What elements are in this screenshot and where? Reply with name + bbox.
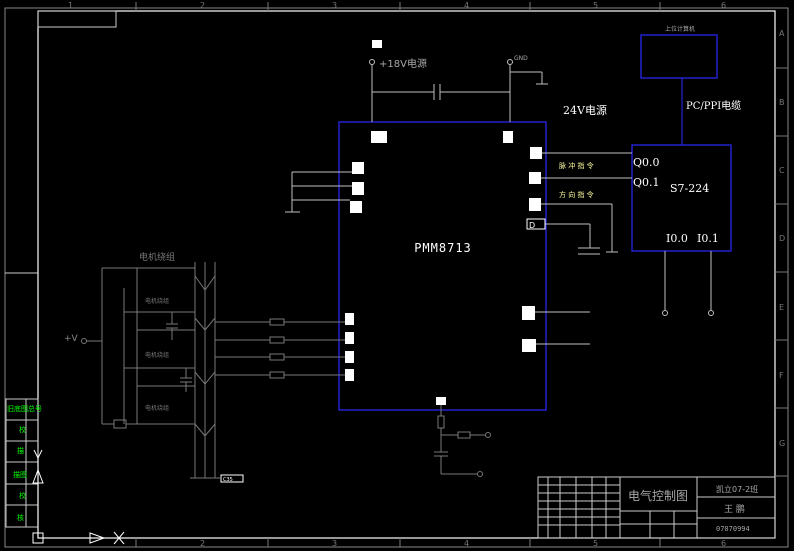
chip-label: PMM8713 bbox=[414, 241, 472, 255]
col-num-5-bottom: 5 bbox=[593, 539, 598, 548]
coil-c-label: 电机绕组 bbox=[145, 404, 169, 412]
row-letter-a: A bbox=[779, 29, 785, 38]
s7-224-plc bbox=[631, 144, 732, 252]
side-panel-item: 核 bbox=[17, 513, 24, 522]
pin-d-label: D bbox=[529, 221, 535, 230]
coil-a-label: 电机绕组 bbox=[145, 297, 169, 305]
pc-ppi-label: PC/PPI电缆 bbox=[686, 99, 741, 112]
col-num-3: 3 bbox=[332, 1, 337, 10]
bottom-wiring bbox=[434, 405, 491, 477]
supply-18v-label: +18V电源 bbox=[379, 57, 427, 70]
side-panel-item: 描 bbox=[17, 446, 24, 455]
upper-computer-label: 上位计算机 bbox=[665, 25, 695, 33]
drawing-number: 07070994 bbox=[716, 525, 750, 533]
col-num-3-bottom: 3 bbox=[332, 539, 337, 548]
plc-wiring bbox=[535, 152, 714, 345]
pmm8713-chip bbox=[338, 121, 547, 411]
col-num-6-bottom: 6 bbox=[721, 539, 726, 548]
coil-b-label: 电机绕组 bbox=[145, 351, 169, 359]
side-panel-item: 校 bbox=[19, 425, 26, 434]
inner-frame bbox=[37, 10, 776, 539]
side-panel-item: 描图 bbox=[13, 470, 27, 479]
designer-name: 王 鹏 bbox=[724, 503, 745, 515]
small-tag-box bbox=[220, 474, 244, 483]
small-tag-label: C35 bbox=[223, 477, 233, 483]
col-num-6: 6 bbox=[721, 1, 726, 10]
gnd-label: GND bbox=[514, 55, 528, 62]
col-num-5: 5 bbox=[593, 1, 598, 10]
supply-24v-label: 24V电源 bbox=[563, 103, 607, 117]
plc-output-q01: Q0.1 bbox=[633, 176, 660, 189]
side-panel-item: 旧底图总号 bbox=[7, 404, 42, 413]
plc-input-i00: I0.0 bbox=[666, 232, 688, 245]
row-letter-e: E bbox=[779, 303, 784, 312]
row-letter-g: G bbox=[779, 439, 785, 448]
outer-frame bbox=[4, 7, 789, 548]
row-letter-f: F bbox=[779, 371, 784, 380]
plc-input-i01: I0.1 bbox=[697, 232, 719, 245]
power-tag bbox=[372, 40, 382, 48]
ucs-icon bbox=[32, 449, 125, 545]
row-letter-b: B bbox=[779, 98, 785, 107]
pulse-cmd-label: 脉 冲 指 令 bbox=[559, 161, 594, 170]
drawing-title: 电气控制图 bbox=[628, 488, 688, 503]
plus-v-label: +V bbox=[64, 334, 79, 344]
column-ticks bbox=[135, 2, 661, 547]
project-name: 凯立07-2班 bbox=[716, 484, 758, 494]
plc-label: S7-224 bbox=[670, 182, 709, 195]
side-panel bbox=[5, 398, 39, 528]
power-wiring bbox=[369, 59, 548, 122]
top-left-cell bbox=[37, 10, 117, 28]
row-letter-c: C bbox=[779, 166, 785, 175]
col-num-2-bottom: 2 bbox=[200, 539, 205, 548]
plc-output-q00: Q0.0 bbox=[633, 156, 660, 169]
motor-wiring bbox=[81, 262, 345, 479]
col-num-2: 2 bbox=[200, 1, 205, 10]
upper-computer bbox=[640, 34, 718, 79]
row-ticks bbox=[775, 67, 788, 477]
ground-left bbox=[285, 171, 352, 213]
dir-cmd-label: 方 向 指 令 bbox=[559, 190, 594, 199]
row-letter-d: D bbox=[779, 234, 785, 243]
col-num-1: 1 bbox=[68, 1, 73, 10]
title-block bbox=[537, 476, 776, 539]
side-panel-item: 校 bbox=[19, 491, 26, 500]
motor-winding-label: 电机绕组 bbox=[139, 251, 175, 263]
col-num-4-bottom: 4 bbox=[464, 539, 469, 548]
col-num-4: 4 bbox=[464, 1, 469, 10]
chip-pins bbox=[345, 131, 542, 405]
